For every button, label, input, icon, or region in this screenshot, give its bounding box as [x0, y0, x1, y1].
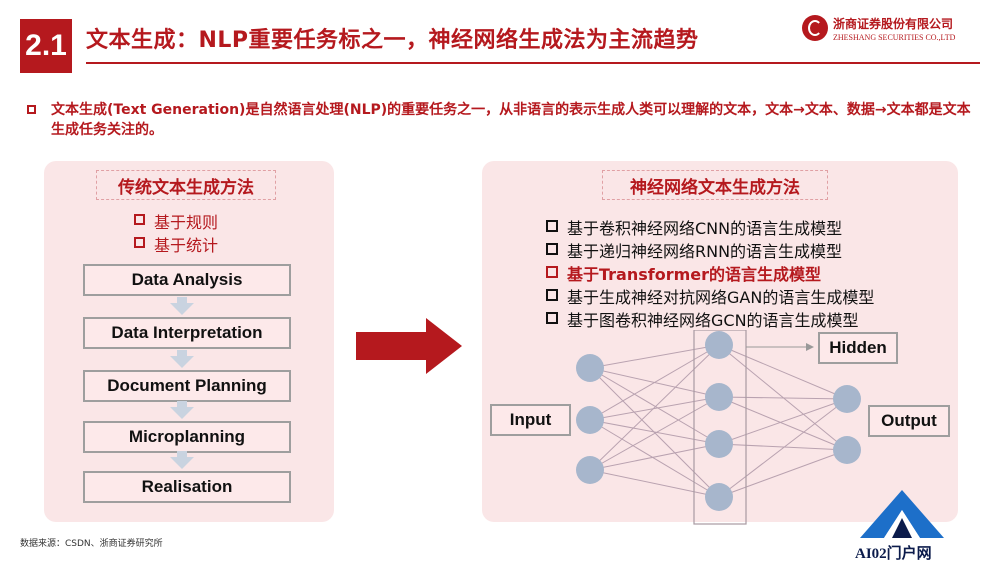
method-item-rules: 基于规则 — [154, 213, 219, 232]
input-label-box: Input — [490, 404, 571, 436]
neural-item-transformer: 基于Transformer的语言生成模型 — [567, 265, 822, 284]
neural-item-gcn: 基于图卷积神经网络GCN的语言生成模型 — [567, 311, 859, 330]
stage-arrow-icon — [170, 297, 194, 315]
stage-data-analysis: Data Analysis — [83, 264, 291, 296]
watermark-text: AI02门户网 — [855, 546, 932, 562]
neural-item-gan: 基于生成神经对抗网络GAN的语言生成模型 — [567, 288, 875, 307]
neural-item-rnn: 基于递归神经网络RNN的语言生成模型 — [567, 242, 843, 261]
intro-bullet-icon — [27, 105, 36, 114]
traditional-methods-title: 传统文本生成方法 — [96, 170, 276, 200]
stage-realisation: Realisation — [83, 471, 291, 503]
company-name-en: ZHESHANG SECURITIES CO.,LTD — [833, 33, 956, 42]
stage-arrow-icon — [170, 401, 194, 419]
neural-item-cnn: 基于卷积神经网络CNN的语言生成模型 — [567, 219, 843, 238]
page-title: 文本生成：NLP重要任务标之一，神经网络生成法为主流趋势 — [86, 28, 699, 53]
company-name-cn: 浙商证券股份有限公司 — [833, 17, 954, 31]
checkbox-icon — [134, 214, 145, 225]
checkbox-icon — [546, 266, 558, 278]
method-item-statistics: 基于统计 — [154, 236, 219, 255]
checkbox-icon — [546, 220, 558, 232]
header-divider — [86, 62, 980, 64]
section-number: 2.1 — [20, 19, 72, 73]
checkbox-icon — [546, 289, 558, 301]
neural-network-diagram — [576, 330, 861, 525]
company-logo-icon — [802, 15, 828, 41]
stage-microplanning: Microplanning — [83, 421, 291, 453]
stage-arrow-icon — [170, 350, 194, 368]
watermark-logo-icon — [860, 490, 944, 538]
checkbox-icon — [546, 312, 558, 324]
stage-document-planning: Document Planning — [83, 370, 291, 402]
data-source-note: 数据来源：CSDN、浙商证券研究所 — [20, 539, 163, 549]
hidden-label-box: Hidden — [818, 332, 898, 364]
neural-methods-title: 神经网络文本生成方法 — [602, 170, 828, 200]
stage-arrow-icon — [170, 451, 194, 469]
intro-text: 文本生成(Text Generation)是自然语言处理(NLP)的重要任务之一… — [51, 102, 971, 138]
output-label-box: Output — [868, 405, 950, 437]
transition-arrow-icon — [356, 318, 462, 374]
checkbox-icon — [134, 237, 145, 248]
stage-data-interpretation: Data Interpretation — [83, 317, 291, 349]
checkbox-icon — [546, 243, 558, 255]
